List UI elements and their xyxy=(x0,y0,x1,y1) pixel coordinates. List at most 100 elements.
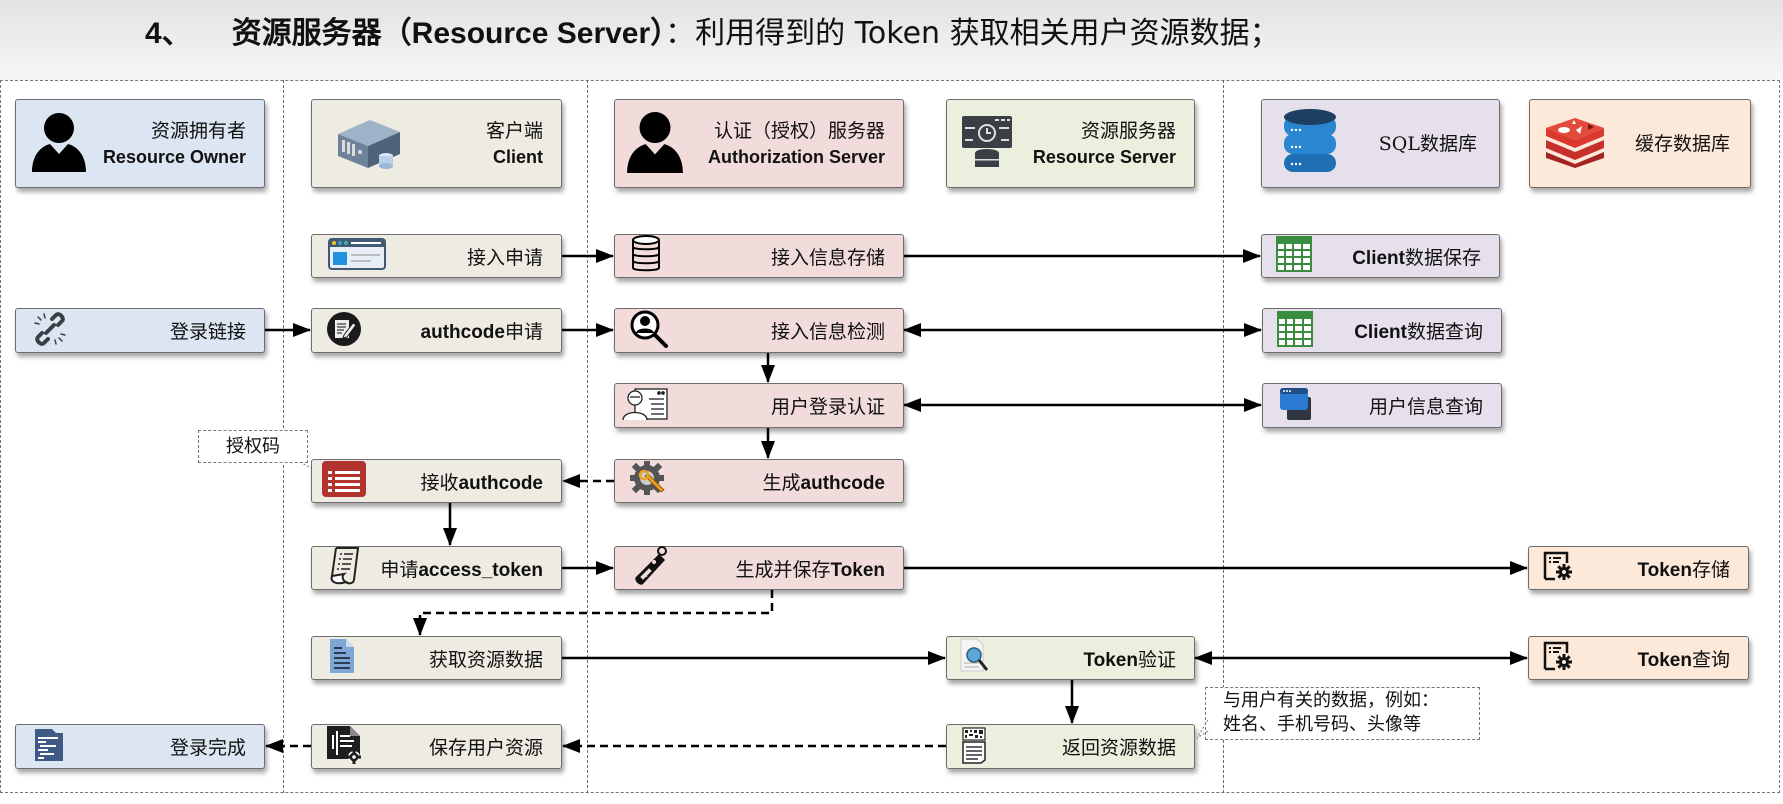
user-icon xyxy=(30,110,88,178)
step-access-apply[interactable]: 接入申请 xyxy=(311,234,562,278)
step-label-suffix: access_token xyxy=(418,559,543,581)
step-label-prefix: authcode xyxy=(420,322,505,343)
step-authcode-apply[interactable]: authcode申请 xyxy=(311,308,562,353)
doc-search-icon xyxy=(959,637,993,679)
step-return-resource[interactable]: 返回资源数据 xyxy=(946,724,1195,769)
step-client-save[interactable]: Client数据保存 xyxy=(1261,234,1500,278)
step-save-user-resource[interactable]: 保存用户资源 xyxy=(311,724,562,769)
document-icon xyxy=(328,637,356,679)
server-icon xyxy=(330,112,406,176)
header-en: Client xyxy=(492,146,543,167)
header-cache-database: 缓存数据库 xyxy=(1529,99,1751,188)
list-icon xyxy=(322,461,366,501)
step-label-suffix: authcode xyxy=(458,472,543,494)
step-label: 数据保存 xyxy=(1404,246,1481,269)
step-apply-access-token[interactable]: 申请access_token xyxy=(311,546,562,590)
broken-link-icon xyxy=(32,311,68,351)
header-zh: 缓存数据库 xyxy=(1634,132,1730,155)
step-generate-save-token[interactable]: 生成并保存Token xyxy=(614,546,904,590)
step-get-resource[interactable]: 获取资源数据 xyxy=(311,636,562,680)
step-receive-authcode[interactable]: 接收authcode xyxy=(311,459,562,503)
step-label: 接收 xyxy=(420,471,459,494)
step-token-store[interactable]: Token存储 xyxy=(1528,546,1749,590)
step-label: 申请 xyxy=(504,321,543,343)
step-label: 保存用户资源 xyxy=(428,737,543,759)
step-label: 生成 xyxy=(762,471,801,494)
step-label-prefix: Token xyxy=(1637,559,1692,581)
header-authorization-server: 认证（授权）服务器 Authorization Server xyxy=(614,99,904,188)
step-label: 用户信息查询 xyxy=(1368,396,1483,418)
database-stack-icon xyxy=(1282,108,1338,180)
redis-icon xyxy=(1544,116,1606,172)
step-user-info-query[interactable]: 用户信息查询 xyxy=(1262,383,1502,428)
windows-stack-icon xyxy=(1279,387,1313,425)
header-zh: SQL数据库 xyxy=(1378,132,1477,155)
code-file-icon xyxy=(34,728,64,766)
step-label-suffix: authcode xyxy=(800,472,885,494)
step-label: 接入申请 xyxy=(466,246,543,269)
step-login-done[interactable]: 登录完成 xyxy=(15,724,265,769)
step-label: 验证 xyxy=(1137,648,1176,671)
table-icon xyxy=(1277,310,1313,351)
callout-text: 授权码 xyxy=(226,436,280,457)
step-label-prefix: Client xyxy=(1354,322,1407,343)
qr-document-icon xyxy=(961,726,989,768)
gear-wrench-icon xyxy=(629,460,667,502)
user-search-icon xyxy=(629,309,669,353)
user-profile-card-icon xyxy=(621,386,669,426)
header-zh: 认证（授权）服务器 xyxy=(713,119,885,142)
title-bold: 资源服务器（Resource Server） xyxy=(231,17,666,50)
step-token-verify[interactable]: Token验证 xyxy=(946,636,1195,680)
header-en: Resource Owner xyxy=(102,146,246,167)
step-access-store[interactable]: 接入信息存储 xyxy=(614,234,904,278)
step-label: 存储 xyxy=(1691,558,1730,581)
header-zh: 资源服务器 xyxy=(1080,119,1176,142)
step-user-login-auth[interactable]: 用户登录认证 xyxy=(614,383,904,428)
step-generate-authcode[interactable]: 生成authcode xyxy=(614,459,904,503)
header-en: Authorization Server xyxy=(707,146,885,167)
step-label-suffix: Token xyxy=(830,559,885,581)
step-label: 接入信息存储 xyxy=(770,246,885,269)
lane-divider xyxy=(1223,80,1224,793)
step-access-check[interactable]: 接入信息检测 xyxy=(614,308,904,353)
file-gear-icon xyxy=(326,725,362,769)
table-icon xyxy=(1276,236,1312,276)
step-label-prefix: Token xyxy=(1637,649,1692,671)
database-icon xyxy=(631,235,661,277)
header-resource-owner: 资源拥有者 Resource Owner xyxy=(15,99,265,188)
step-label: 登录链接 xyxy=(169,321,246,343)
step-label: 查询 xyxy=(1691,648,1730,671)
user-icon xyxy=(625,107,685,181)
title-rest: ：利用得到的 Token 获取相关用户资源数据； xyxy=(665,16,1280,51)
receipt-icon xyxy=(326,546,362,590)
step-label: 获取资源数据 xyxy=(428,648,543,671)
step-label: 用户登录认证 xyxy=(770,396,885,418)
step-label-prefix: Token xyxy=(1083,649,1138,671)
header-sql-database: SQL数据库 xyxy=(1261,99,1500,188)
settings-doc-icon xyxy=(1543,551,1573,585)
title-number: 4、 xyxy=(145,17,192,50)
callout-text: 姓名、手机号码、头像等 xyxy=(1223,714,1421,735)
step-login-link[interactable]: 登录链接 xyxy=(15,308,265,353)
callout-user-data: 与用户有关的数据，例如： 姓名、手机号码、头像等 xyxy=(1205,687,1480,740)
header-zh: 资源拥有者 xyxy=(150,119,246,142)
step-client-query[interactable]: Client数据查询 xyxy=(1262,308,1502,353)
step-label: 接入信息检测 xyxy=(770,321,885,343)
server-dashboard-icon xyxy=(961,115,1013,173)
page-title: 4、 资源服务器（Resource Server）：利用得到的 Token 获取相… xyxy=(145,8,1280,52)
callout-authcode: 授权码 xyxy=(198,430,308,463)
step-label-prefix: Client xyxy=(1352,247,1405,269)
key-tag-icon xyxy=(629,545,669,591)
callout-text: 与用户有关的数据，例如： xyxy=(1223,690,1439,711)
lane-divider xyxy=(587,80,588,793)
step-token-query[interactable]: Token查询 xyxy=(1528,636,1749,680)
step-label: 生成并保存 xyxy=(735,558,831,581)
settings-doc-icon xyxy=(1543,641,1573,675)
title-bar: 4、 资源服务器（Resource Server）：利用得到的 Token 获取相… xyxy=(0,0,1783,80)
step-label: 申请 xyxy=(380,558,419,581)
step-label: 返回资源数据 xyxy=(1061,737,1176,759)
step-label: 数据查询 xyxy=(1406,321,1483,343)
browser-window-icon xyxy=(328,238,386,274)
